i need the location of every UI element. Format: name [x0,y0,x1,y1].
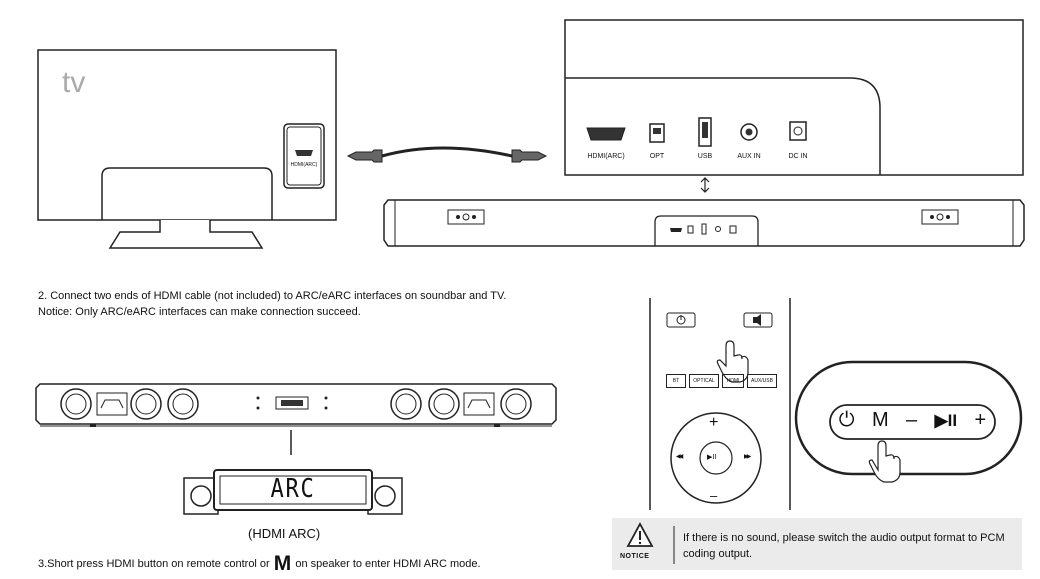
arc-display-text: ARC [270,474,316,504]
port-dc-in-icon [789,121,807,141]
arc-display-zoom [183,469,403,515]
step2-line2: Notice: Only ARC/eARC interfaces can mak… [38,306,361,318]
remote-dpad [670,412,762,504]
speaker-drivers-left [60,388,199,420]
speaker-power-button[interactable]: ⏻ [838,409,855,431]
remote-vol-up-button[interactable]: + [709,414,719,431]
notice-box [612,518,1022,570]
remote-vol-down-button[interactable]: – [710,488,718,503]
soundbar-top-view [383,199,1025,247]
remote-aux-usb-button[interactable]: AUX/USB [747,374,777,388]
pointing-hand-panel-icon [868,440,901,483]
hdmi-cable [346,146,548,163]
notice-label: NOTICE [620,553,650,560]
remote-hdmi-button[interactable]: HDMI [722,374,744,388]
port-label-aux-in: AUX IN [737,153,761,160]
port-aux-in-icon [740,123,758,141]
step3-suffix: on speaker to enter HDMI ARC mode. [292,558,481,570]
port-opt-icon [649,123,665,143]
step3-text: 3.Short press HDMI button on remote cont… [38,552,481,576]
port-hdmi-arc-icon [586,127,626,141]
speaker-play-pause-button[interactable]: ▶II [934,410,958,430]
step3-big-letter: M [273,552,292,575]
port-label-dc-in: DC IN [788,153,808,160]
tv-port-label: HDMI(ARC) [290,162,318,168]
speaker-vol-down-button[interactable]: – [906,409,918,431]
speaker-mode-button[interactable]: M [871,409,889,431]
soundbar-back-panel [564,19,1024,176]
port-label-hdmi-arc: HDMI(ARC) [587,153,625,160]
tv-stand [101,167,273,220]
step3-prefix: 3.Short press HDMI button on remote cont… [38,558,273,570]
remote-prev-button[interactable]: ◀◀ [676,454,683,460]
hdmi-arc-caption: (HDMI ARC) [248,526,321,541]
front-display-window [256,396,328,410]
port-usb-icon [698,117,712,147]
speaker-button-panel [794,360,1023,476]
remote-control [649,298,791,510]
notice-text: If there is no sound, please switch the … [683,532,1005,560]
tv-label: tv [62,66,86,99]
remote-optical-button[interactable]: OPTICAL [689,374,719,388]
speaker-vol-up-button[interactable]: + [974,409,987,431]
remote-play-pause-button[interactable]: ▶II [707,454,717,461]
speaker-drivers-right [390,388,532,420]
pointing-hand-icon [716,340,749,383]
remote-next-button[interactable]: ▶▶ [744,454,751,460]
remote-input-row: BT OPTICAL HDMI AUX/USB [666,374,777,388]
speaker-buttons-row: ⏻ M – ▶II + [830,409,995,432]
step2-line1: 2. Connect two ends of HDMI cable (not i… [38,290,507,302]
remote-bt-button[interactable]: BT [666,374,686,388]
port-label-usb: USB [697,153,713,160]
port-label-opt: OPT [649,153,665,160]
